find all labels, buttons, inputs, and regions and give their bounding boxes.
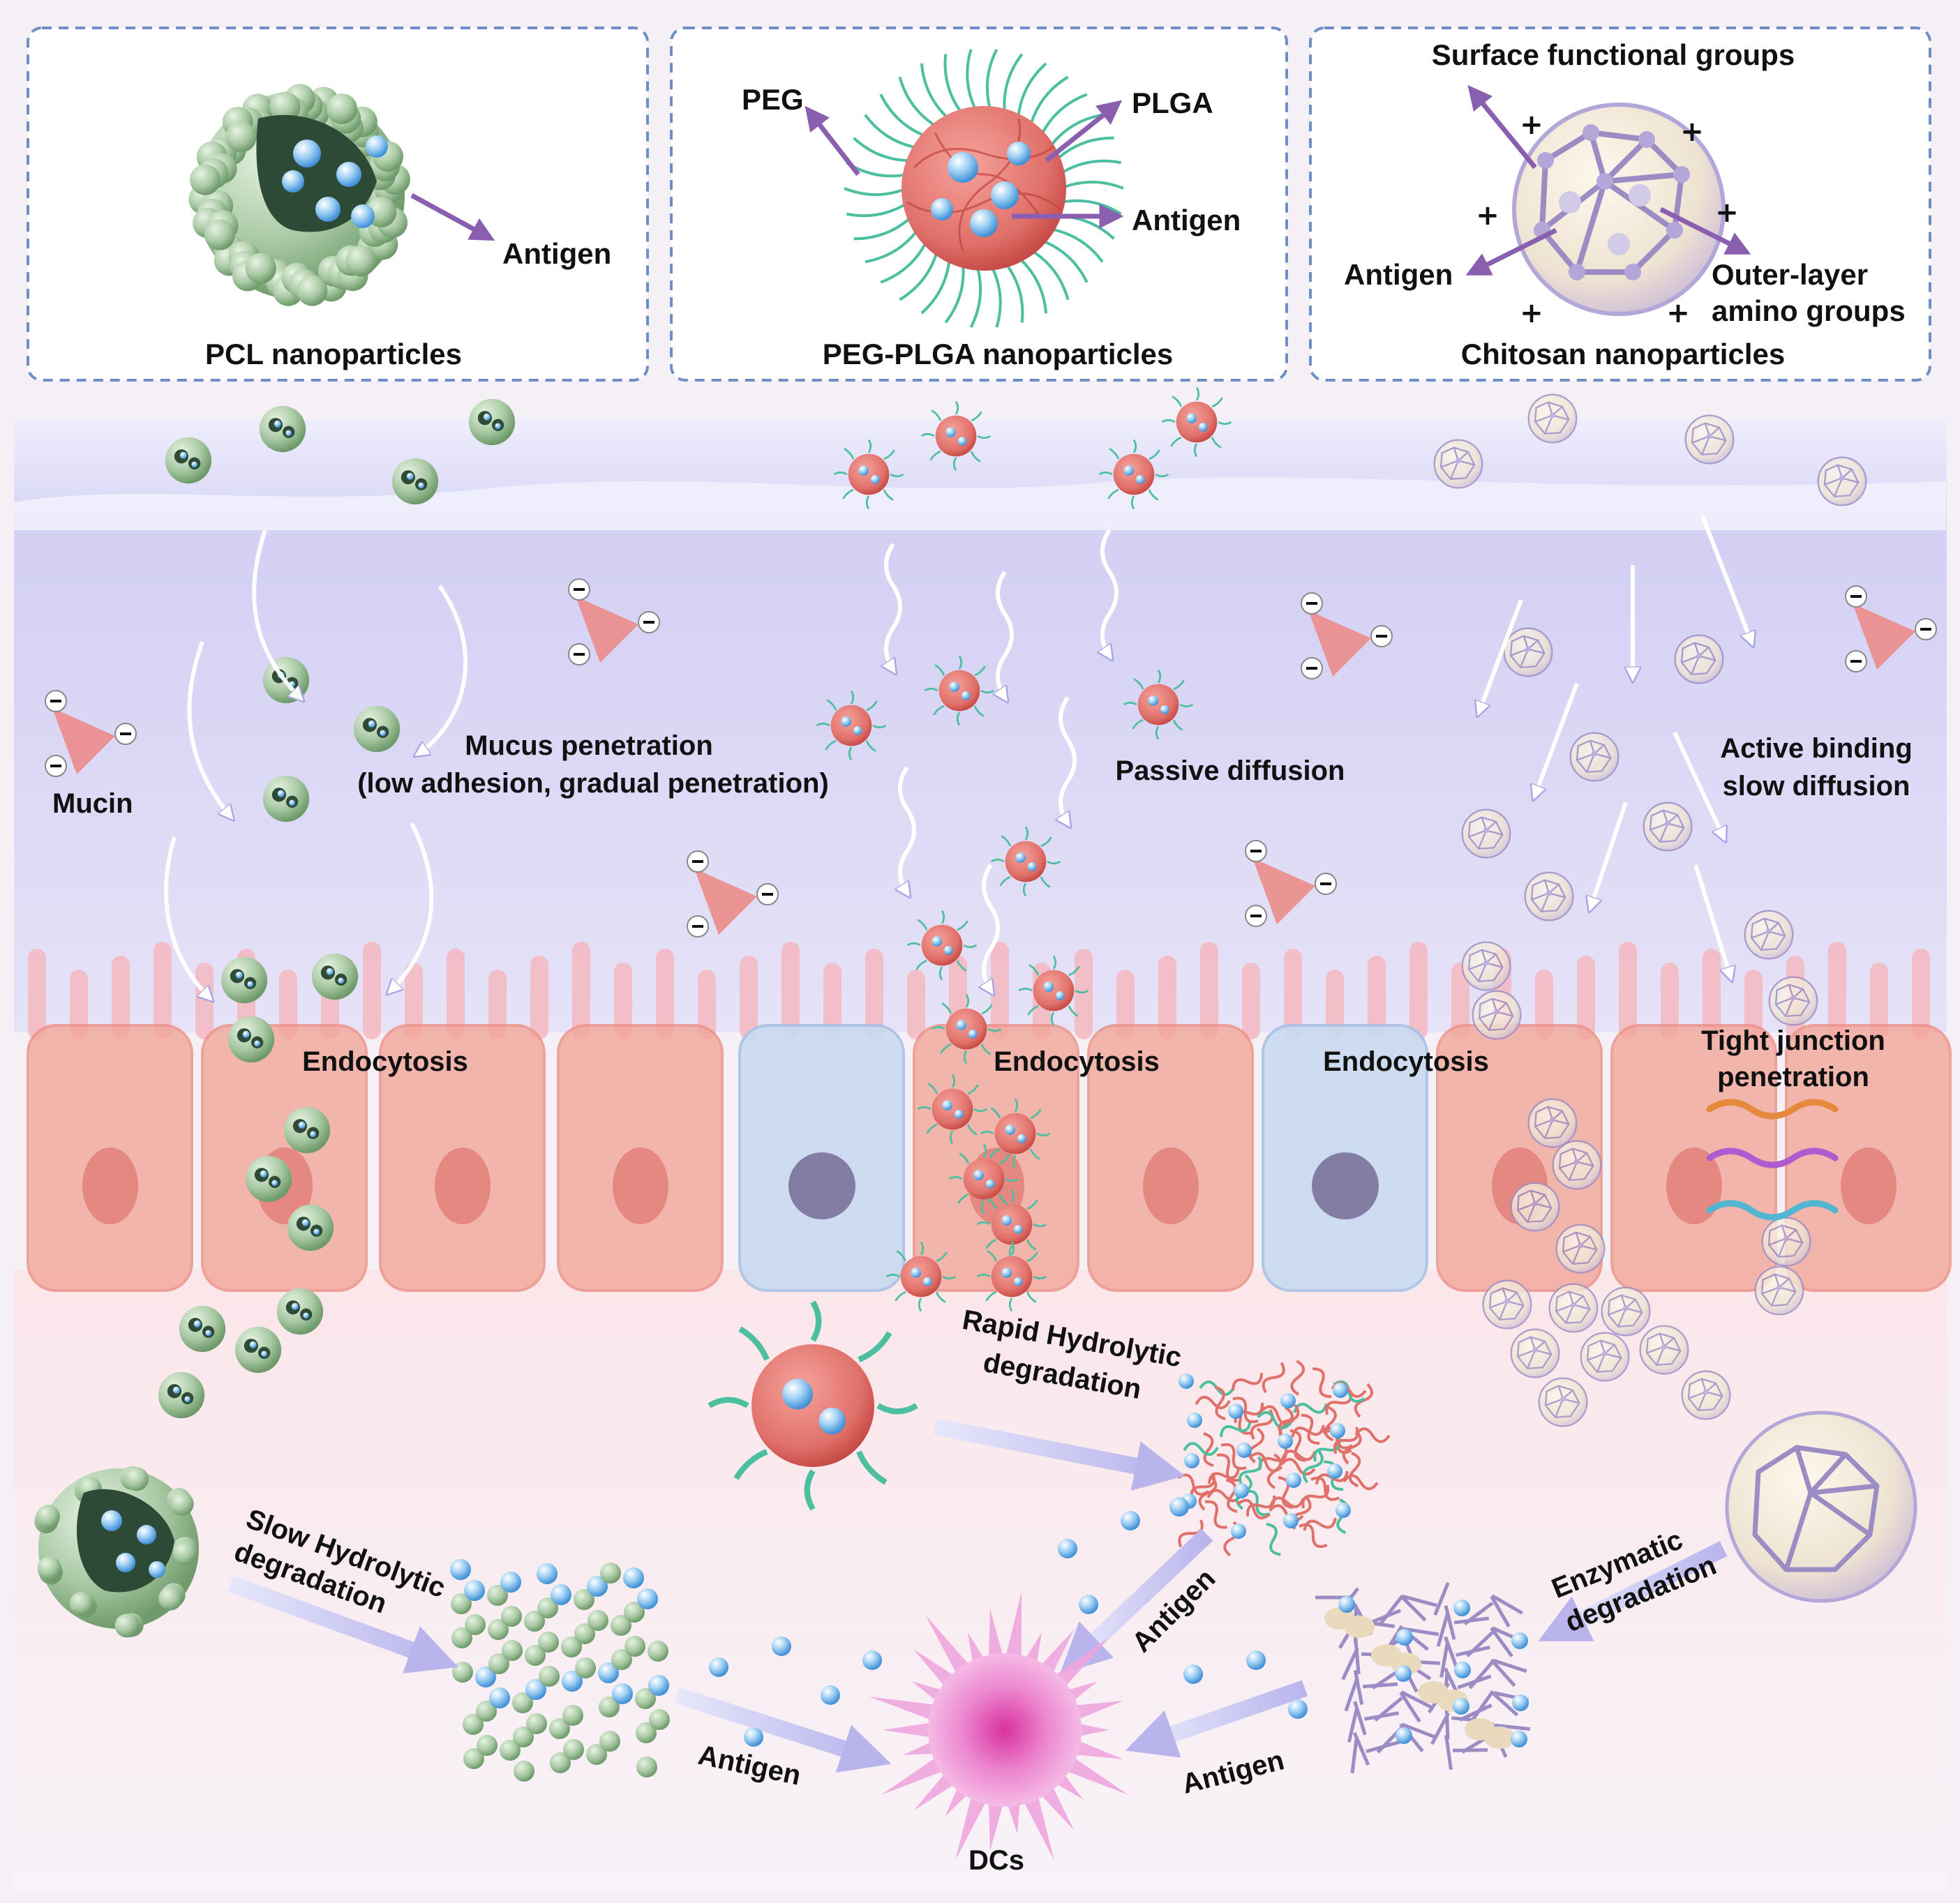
pcl-nanoparticle [276,1288,324,1335]
pcl-nanoparticle [311,953,359,1000]
chitosan-nanoparticle [1548,1283,1599,1333]
chitosan-nanoparticle [1761,1217,1811,1267]
svg-text:+: + [1520,109,1543,141]
passive-diffusion-label: Passive diffusion [1116,755,1345,786]
active-binding-arrows [1479,515,1751,977]
pcl-nanoparticle [259,405,306,453]
chitosan-nanoparticle [1482,1279,1532,1330]
chitosan-nanoparticle [1580,1332,1630,1382]
chitosan-nanoparticle [1684,414,1735,465]
chitosan-nanoparticle [1601,1286,1651,1337]
plga-label: PLGA [1132,86,1213,119]
pcl-antigen-label: Antigen [502,237,611,270]
pcl-nanoparticle [158,1371,205,1419]
chitosan-panel-title: Chitosan nanoparticles [1461,338,1785,370]
dendritic-cell [869,1591,1129,1861]
chitosan-nanoparticle [1510,1182,1560,1232]
chitosan-antigen-label: Antigen [1344,258,1453,291]
degradation-arrows [227,1418,1728,1773]
chitosan-nanoparticle [1472,990,1522,1040]
pcl-nanoparticle [245,1155,292,1203]
pcl-nanoparticle [287,1204,334,1251]
svg-text:+: + [1520,297,1543,329]
outer-layer-label: Outer-layer [1712,258,1868,291]
passive-diffusion-arrows [886,529,1119,991]
peg-plga-nanoparticle-illustration [844,48,1124,329]
panel-chitosan: + + + + + + Surface functional groups An… [1309,27,1931,382]
pcl-nanoparticle [283,1106,331,1154]
chitosan-nanoparticle [1510,1328,1560,1378]
pcl-penetration-arrows [164,529,468,998]
chitosan-degraded-fragments [1315,1581,1531,1774]
plga-rapid-degradation [710,1302,1391,1557]
chitosan-nanoparticle [1744,910,1794,960]
chitosan-nanoparticle [1674,634,1724,684]
panel-peg-plga: PEG PLGA Antigen PEG-PLGA nanoparticles [670,27,1288,382]
tight-junction-label: Tight junction [1701,1025,1885,1056]
antigen-pointer-arrow [410,193,495,241]
tight-junction-proteins [1706,1099,1839,1221]
mucin-label: Mucin [52,788,133,819]
chitosan-nanoparticle [1643,802,1693,852]
endocytosis-label-plga: Endocytosis [994,1046,1160,1077]
dcs-label: DCs [968,1845,1024,1876]
endocytosis-label-pcl: Endocytosis [302,1046,468,1077]
chitosan-nanoparticle [1639,1325,1689,1375]
slow-diffusion-label: slow diffusion [1723,771,1910,802]
chitosan-enzymatic-degradation [1315,1411,1917,1774]
pcl-nanoparticle [391,458,439,505]
pcl-slow-degradation [34,1466,670,1782]
chitosan-nanoparticle [1433,439,1483,489]
surface-groups-label: Surface functional groups [1432,38,1795,71]
mucin-molecules [45,578,1937,938]
chitosan-nanoparticle [1527,1098,1578,1148]
pcl-nanoparticle [220,956,268,1004]
chitosan-nanoparticle [1768,976,1818,1026]
chitosan-nanoparticle [1527,393,1578,444]
svg-text:+: + [1680,116,1704,148]
chitosan-nanoparticle-illustration [1512,103,1726,316]
tight-junction-penetration-label: penetration [1717,1062,1869,1092]
chitosan-nanoparticle [1461,941,1511,991]
svg-text:+: + [1476,200,1499,232]
pcl-nanoparticle [165,437,212,484]
pcl-nanoparticle [234,1326,282,1374]
pcl-nanoparticle [179,1305,226,1353]
pcl-panel-title: PCL nanoparticles [205,338,462,370]
pcl-nanoparticle [353,705,401,753]
pcl-nanoparticle [468,398,516,446]
pcl-nanoparticle-illustration [188,84,410,306]
plga-degraded-fragments [1177,1360,1391,1557]
chitosan-nanoparticle [1461,808,1511,859]
svg-text:+: + [1715,197,1739,229]
chitosan-nanoparticle [1524,871,1574,922]
pcl-nanoparticle [262,775,310,822]
peg-plga-panel-title: PEG-PLGA nanoparticles [823,338,1174,370]
pcl-mucus-penetration-label: Mucus penetration [465,730,713,761]
chitosan-nanoparticle [1552,1140,1602,1190]
endocytosis-label-chitosan: Endocytosis [1323,1046,1489,1077]
chitosan-nanoparticle [1817,456,1867,506]
chitosan-nanoparticle [1503,627,1553,677]
pcl-nanoparticle [227,1016,275,1063]
panel-pcl: Antigen PCL nanoparticles [27,27,649,382]
chitosan-nanoparticle [1569,732,1619,782]
active-binding-label: Active binding [1720,733,1913,764]
microvilli [28,942,1930,1039]
peg-plga-antigen-label: Antigen [1132,204,1241,236]
released-antigens [709,1497,1308,1747]
svg-text:+: + [1666,297,1690,329]
pcl-penetration-detail-label: (low adhesion, gradual penetration) [357,768,829,799]
chitosan-nanoparticle [1555,1224,1606,1274]
chitosan-nanoparticle [1538,1377,1588,1427]
chitosan-nanoparticle [1681,1370,1731,1420]
amino-groups-label: amino groups [1712,294,1906,327]
positive-charge-signs: + + + + + + [1476,109,1739,329]
peg-label: PEG [742,83,804,116]
chitosan-nanoparticle [1754,1265,1804,1316]
pcl-degraded-fragments [450,1559,670,1782]
